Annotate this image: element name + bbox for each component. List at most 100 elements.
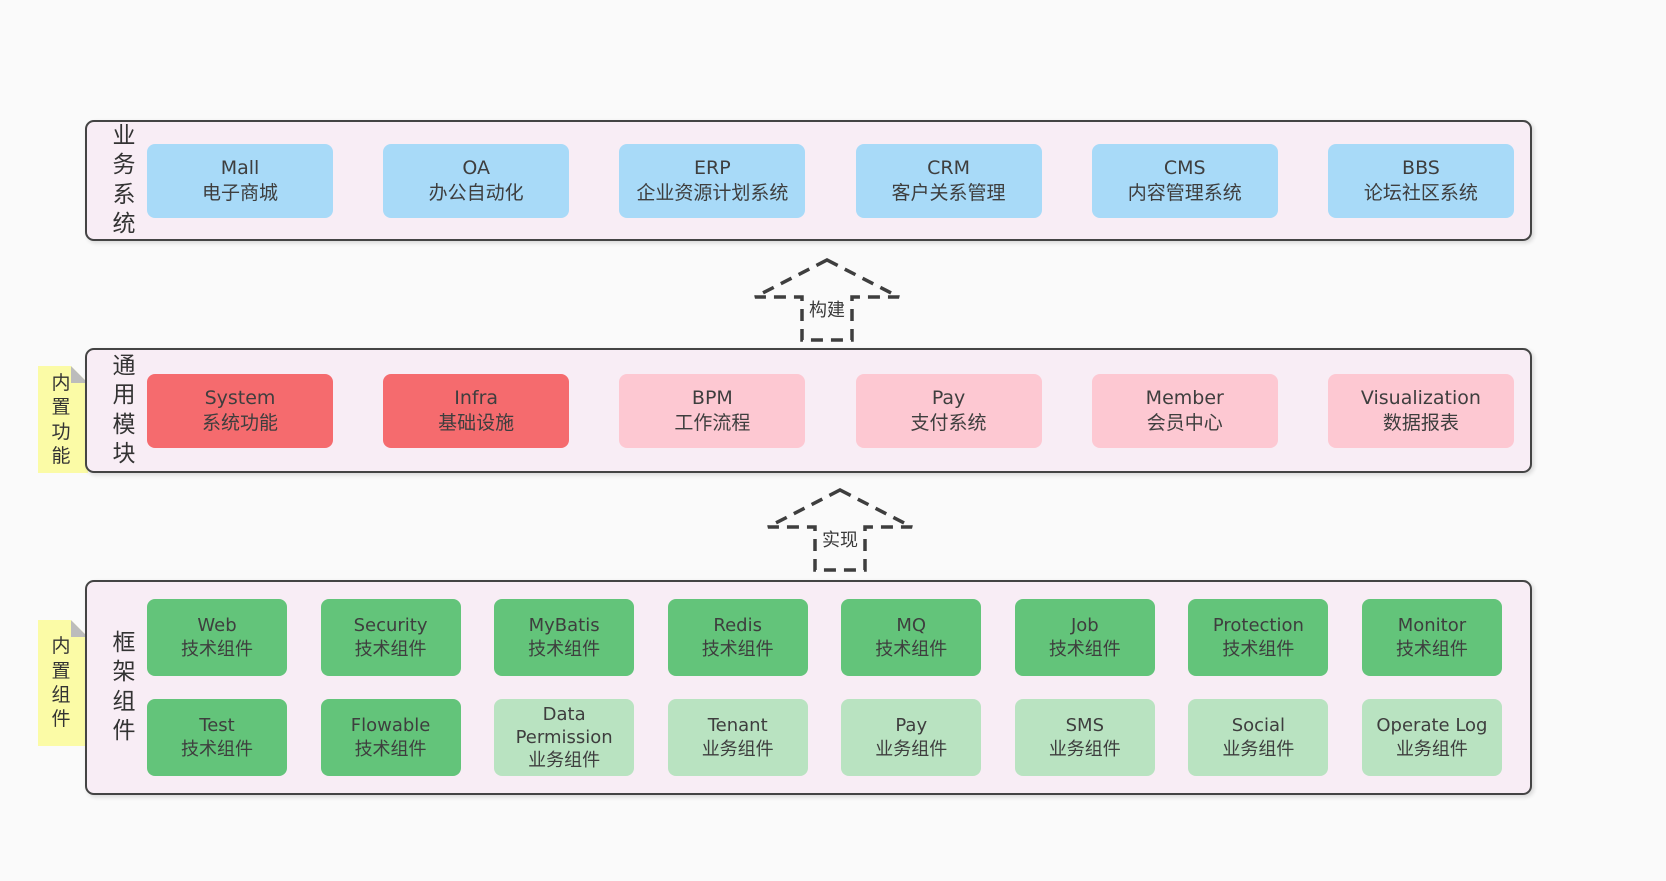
module-box: Redis 技术组件 xyxy=(667,599,808,676)
module-box: CRM 客户关系管理 xyxy=(855,143,1042,218)
module-name: Monitor xyxy=(1397,615,1467,637)
module-desc: 基础设施 xyxy=(438,411,515,434)
band-framework-components: 框架组件 Web 技术组件 Security 技术组件 MyBatis xyxy=(85,580,1532,795)
module-desc: 系统功能 xyxy=(201,411,278,434)
module-name: Job xyxy=(1070,615,1099,637)
module-name: Mall xyxy=(220,156,260,179)
module-desc: 业务组件 xyxy=(1222,738,1295,760)
module-box: Data Permission 业务组件 xyxy=(494,699,635,776)
module-name: Social xyxy=(1231,715,1286,737)
module-box: Mall 电子商城 xyxy=(147,143,333,218)
band-rows: System 系统功能 Infra 基础设施 BPM 工作流程 Pay xyxy=(147,350,1514,471)
module-name: Data Permission xyxy=(515,703,613,748)
module-box: Tenant 业务组件 xyxy=(667,699,808,776)
module-name: BBS xyxy=(1402,156,1440,179)
module-box: Operate Log 业务组件 xyxy=(1361,699,1502,776)
module-name: Visualization xyxy=(1360,386,1481,409)
module-row: Mall 电子商城 OA 办公自动化 ERP 企业资源计划系统 CRM xyxy=(147,143,1514,218)
arrow-up-implement: 实现 xyxy=(765,487,915,573)
module-name: Operate Log xyxy=(1376,715,1488,737)
module-box: Pay 业务组件 xyxy=(841,699,982,776)
module-box: Pay 支付系统 xyxy=(855,373,1042,448)
module-row: Web 技术组件 Security 技术组件 MyBatis 技术组件 xyxy=(147,599,1502,676)
module-box: Visualization 数据报表 xyxy=(1327,373,1514,448)
module-name: Protection xyxy=(1212,615,1304,637)
module-box: MQ 技术组件 xyxy=(841,599,982,676)
module-name: SMS xyxy=(1065,715,1104,737)
module-desc: 技术组件 xyxy=(701,638,774,660)
module-box: Web 技术组件 xyxy=(147,599,287,676)
module-box: Protection 技术组件 xyxy=(1188,599,1329,676)
module-box: Flowable 技术组件 xyxy=(320,699,461,776)
module-name: CMS xyxy=(1163,156,1206,179)
module-box: Security 技术组件 xyxy=(320,599,461,676)
module-desc: 企业资源计划系统 xyxy=(636,181,789,204)
module-box: ERP 企业资源计划系统 xyxy=(619,143,806,218)
arrow-label: 实现 xyxy=(819,526,861,552)
module-name: OA xyxy=(462,156,490,179)
module-box: Monitor 技术组件 xyxy=(1361,599,1502,676)
module-box: Test 技术组件 xyxy=(147,699,287,776)
module-box: Infra 基础设施 xyxy=(383,373,570,448)
module-name: Tenant xyxy=(707,715,768,737)
band-title: 业务系统 xyxy=(112,122,136,237)
module-box: BPM 工作流程 xyxy=(619,373,806,448)
module-desc: 业务组件 xyxy=(1395,738,1468,760)
module-desc: 支付系统 xyxy=(910,411,987,434)
sticky-note-text: 内置功能 xyxy=(51,371,71,467)
module-name: Pay xyxy=(931,386,966,409)
module-desc: 内容管理系统 xyxy=(1127,181,1242,204)
module-desc: 会员中心 xyxy=(1146,411,1223,434)
sticky-note-builtin-components: 内置组件 xyxy=(38,620,88,746)
module-box: SMS 业务组件 xyxy=(1014,699,1155,776)
module-name: Pay xyxy=(895,715,928,737)
module-name: Infra xyxy=(454,386,499,409)
module-name: CRM xyxy=(927,156,970,179)
module-desc: 数据报表 xyxy=(1382,411,1459,434)
module-desc: 工作流程 xyxy=(674,411,751,434)
module-desc: 技术组件 xyxy=(354,638,427,660)
sticky-note-builtin-features: 内置功能 xyxy=(38,366,88,473)
module-desc: 技术组件 xyxy=(528,638,601,660)
module-name: Web xyxy=(197,615,237,637)
sticky-note-text: 内置组件 xyxy=(51,635,71,731)
module-desc: 办公自动化 xyxy=(428,181,524,204)
module-box: CMS 内容管理系统 xyxy=(1091,143,1278,218)
module-name: BPM xyxy=(691,386,733,409)
module-name: Test xyxy=(199,715,235,737)
module-name: Security xyxy=(353,615,428,637)
arrow-up-build: 构建 xyxy=(752,257,902,343)
band-common-modules: 通用模块 System 系统功能 Infra 基础设施 BPM xyxy=(85,348,1532,473)
module-box: System 系统功能 xyxy=(147,373,333,448)
module-desc: 电子商城 xyxy=(201,181,278,204)
module-desc: 业务组件 xyxy=(528,750,601,772)
band-rows: Web 技术组件 Security 技术组件 MyBatis 技术组件 xyxy=(147,582,1502,793)
module-desc: 技术组件 xyxy=(181,638,253,660)
band-business-systems: 业务系统 Mall 电子商城 OA 办公自动化 ERP xyxy=(85,120,1532,241)
module-name: MQ xyxy=(896,615,927,637)
module-row: Test 技术组件 Flowable 技术组件 Data Permission … xyxy=(147,699,1502,776)
arrow-label: 构建 xyxy=(806,296,848,322)
module-box: Job 技术组件 xyxy=(1014,599,1155,676)
module-name: Flowable xyxy=(350,715,431,737)
module-name: System xyxy=(204,386,276,409)
module-box: MyBatis 技术组件 xyxy=(494,599,635,676)
module-desc: 技术组件 xyxy=(181,738,253,760)
module-desc: 论坛社区系统 xyxy=(1363,181,1478,204)
module-box: Social 业务组件 xyxy=(1188,699,1329,776)
band-title: 框架组件 xyxy=(112,629,136,744)
module-desc: 技术组件 xyxy=(1048,638,1121,660)
module-row: System 系统功能 Infra 基础设施 BPM 工作流程 Pay xyxy=(147,373,1514,448)
module-desc: 业务组件 xyxy=(701,738,774,760)
module-name: MyBatis xyxy=(528,615,600,637)
module-name: ERP xyxy=(694,156,731,179)
module-desc: 客户关系管理 xyxy=(891,181,1006,204)
module-desc: 业务组件 xyxy=(875,738,948,760)
module-desc: 技术组件 xyxy=(354,738,427,760)
module-box: Member 会员中心 xyxy=(1091,373,1278,448)
module-desc: 业务组件 xyxy=(1048,738,1121,760)
module-box: BBS 论坛社区系统 xyxy=(1327,143,1514,218)
module-name: Redis xyxy=(713,615,762,637)
module-desc: 技术组件 xyxy=(1222,638,1295,660)
